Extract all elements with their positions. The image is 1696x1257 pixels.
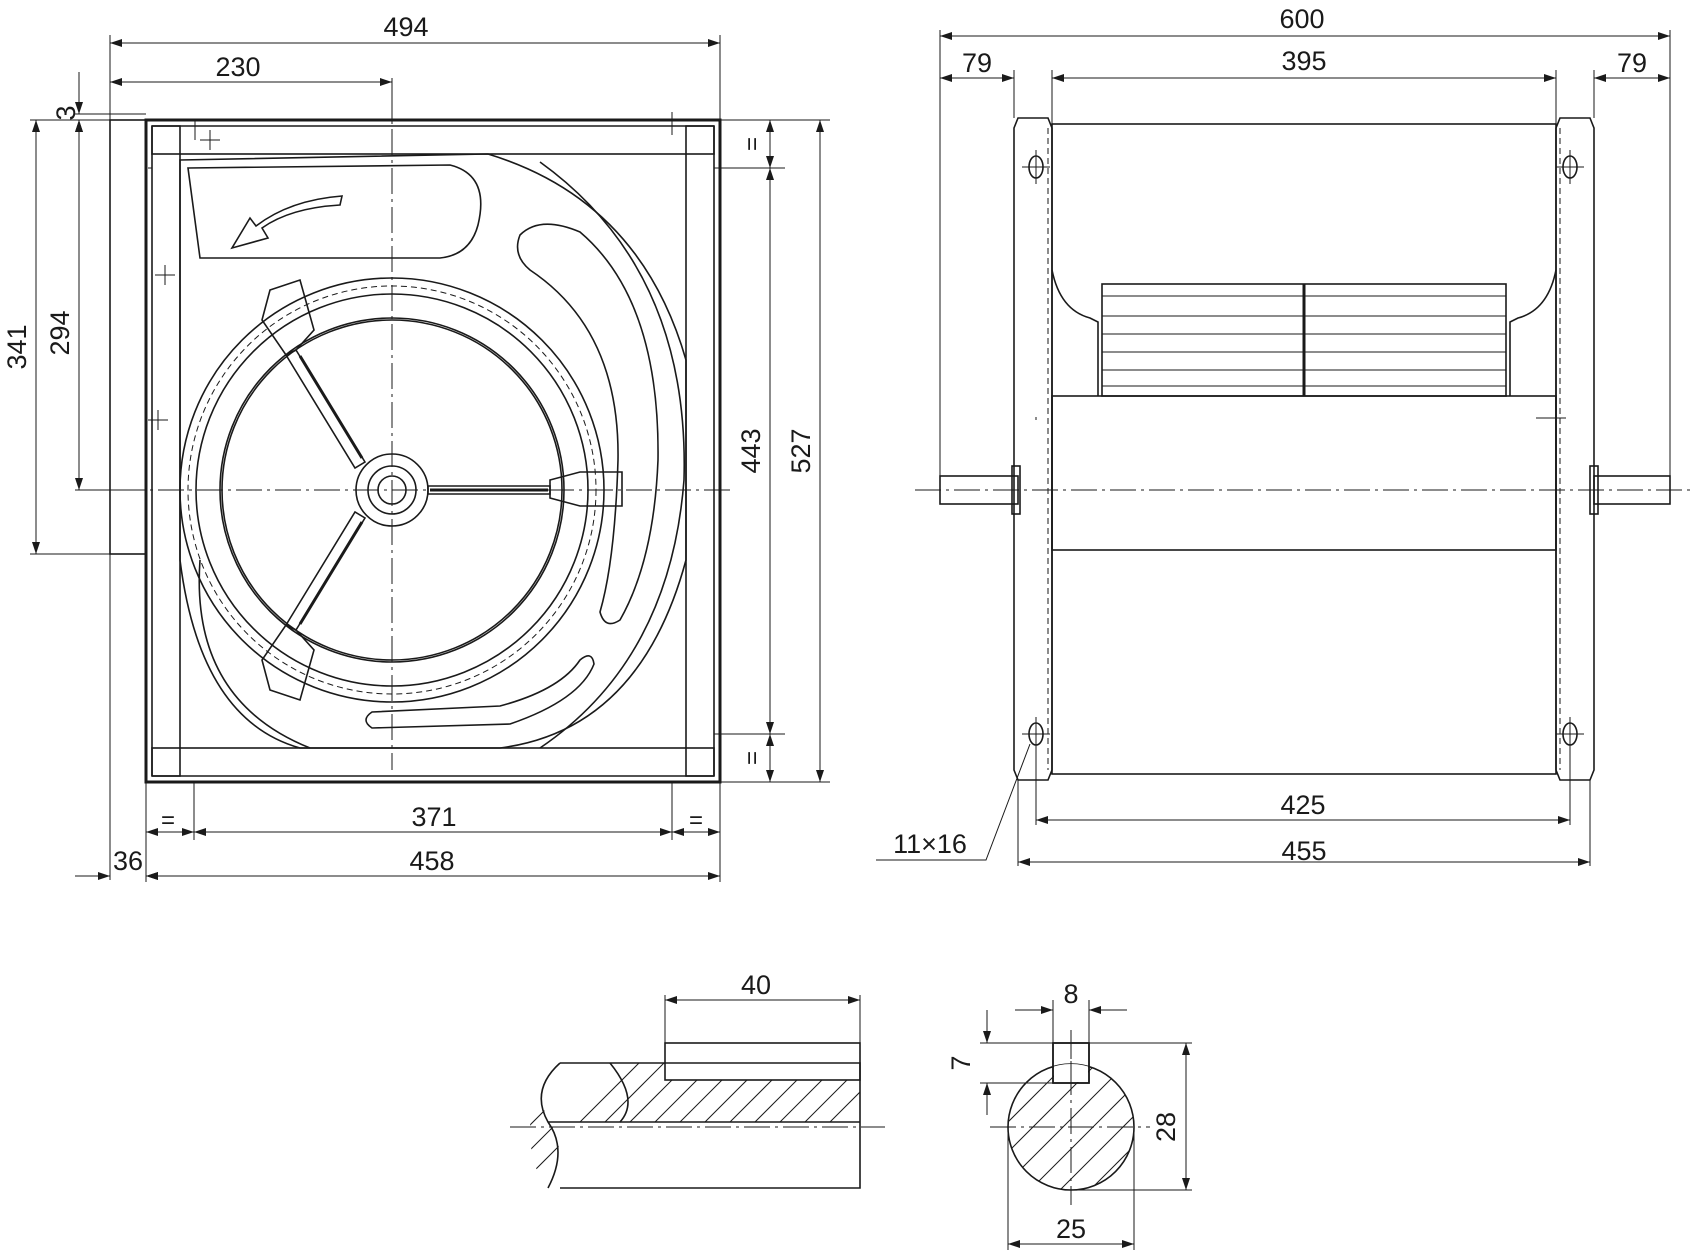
corner-bracket-tr bbox=[685, 125, 715, 155]
dim-36: 36 bbox=[113, 846, 143, 876]
front-frame-outer bbox=[144, 118, 722, 784]
dim-455: 455 bbox=[1281, 836, 1326, 866]
dim-7: 7 bbox=[946, 1055, 976, 1070]
dim-294: 294 bbox=[45, 310, 75, 355]
dim-40: 40 bbox=[741, 970, 771, 1000]
dim-28: 28 bbox=[1151, 1112, 1181, 1142]
drum-band bbox=[1051, 395, 1557, 551]
dim-395: 395 bbox=[1281, 46, 1326, 76]
dim-341: 341 bbox=[2, 324, 32, 369]
dim-8: 8 bbox=[1063, 979, 1078, 1009]
blade-lines bbox=[1102, 295, 1506, 387]
equal-mark-right-bottom: = bbox=[739, 751, 766, 765]
side-plate-right bbox=[1555, 117, 1595, 781]
dim-3: 3 bbox=[51, 105, 81, 120]
front-view-dimensions: 494 230 3 341 294 443 527 = = 371 = = 36… bbox=[2, 12, 830, 882]
corner-bracket-br bbox=[685, 747, 715, 777]
equal-mark-right: = bbox=[689, 807, 703, 834]
dim-79-left: 79 bbox=[962, 48, 992, 78]
shaft-detail: 40 bbox=[510, 970, 885, 1189]
mounting-slots bbox=[1022, 150, 1584, 751]
front-frame-inner bbox=[179, 153, 687, 749]
section-hatching bbox=[1008, 1064, 1134, 1190]
housing-cutout-top bbox=[187, 164, 482, 259]
outlet-flange bbox=[109, 119, 147, 555]
side-view bbox=[915, 117, 1690, 781]
dim-230: 230 bbox=[215, 52, 260, 82]
dim-79-right: 79 bbox=[1617, 48, 1647, 78]
housing-slot-bottom bbox=[365, 655, 595, 729]
dim-371: 371 bbox=[411, 802, 456, 832]
dim-25: 25 bbox=[1056, 1214, 1086, 1244]
dim-458: 458 bbox=[409, 846, 454, 876]
dim-443: 443 bbox=[736, 428, 766, 473]
scroll-housing bbox=[179, 153, 687, 749]
key-side bbox=[664, 1042, 861, 1081]
side-plate-left bbox=[1013, 117, 1053, 781]
shaft-outline bbox=[560, 1062, 861, 1189]
rotation-arrow-icon bbox=[230, 195, 344, 250]
equal-mark-right-top: = bbox=[739, 137, 766, 151]
dim-11x16: 11×16 bbox=[893, 829, 967, 859]
dim-494: 494 bbox=[383, 12, 428, 42]
slot-leader bbox=[876, 743, 1031, 861]
corner-bracket-bl bbox=[151, 747, 181, 777]
dim-425: 425 bbox=[1280, 790, 1325, 820]
front-view bbox=[80, 90, 730, 784]
side-view-dimensions: 600 79 395 79 425 455 11×16 bbox=[876, 4, 1671, 866]
dim-527: 527 bbox=[786, 428, 816, 473]
housing-slot-right bbox=[516, 223, 659, 625]
housing-body bbox=[1051, 123, 1557, 775]
dim-600: 600 bbox=[1279, 4, 1324, 34]
corner-bracket-tl bbox=[151, 125, 181, 155]
equal-mark-left: = bbox=[161, 807, 175, 834]
shaft-section: 8 7 28 25 bbox=[946, 979, 1192, 1250]
